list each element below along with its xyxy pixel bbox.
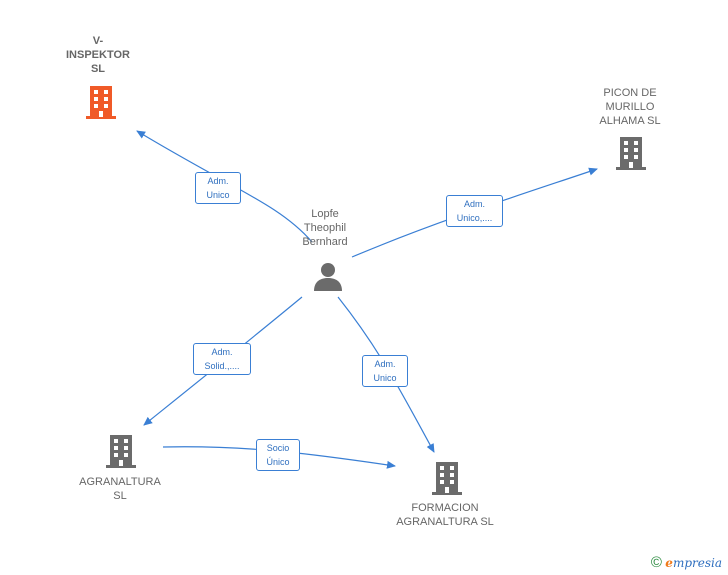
empresia-watermark: © empresia	[651, 554, 722, 571]
node-label-person[interactable]: Lopfe Theophil Bernhard	[302, 208, 348, 248]
edge-label-agranaltura[interactable]: Adm. Solid.,....	[193, 343, 251, 375]
node-label-picon[interactable]: PICON DE MURILLO ALHAMA SL	[599, 87, 661, 127]
building-icon[interactable]	[105, 433, 137, 469]
edge-label-inspektor[interactable]: Adm. Unico	[195, 172, 241, 204]
edge-label-picon[interactable]: Adm. Unico,....	[446, 195, 503, 227]
building-icon[interactable]	[431, 460, 463, 496]
edge-label-formacion[interactable]: Adm. Unico	[362, 355, 408, 387]
edge-person-to-inspektor	[136, 130, 313, 243]
building-icon[interactable]	[85, 84, 117, 120]
brand-logo: empresia	[665, 556, 722, 570]
node-label-agranaltura[interactable]: AGRANALTURA SL	[79, 476, 161, 502]
person-icon[interactable]	[312, 260, 344, 292]
node-label-inspektor[interactable]: V- INSPEKTOR SL	[66, 35, 130, 75]
building-icon[interactable]	[615, 135, 647, 171]
node-label-formacion[interactable]: FORMACION AGRANALTURA SL	[396, 502, 494, 528]
edge-label-socio[interactable]: Socio Único	[256, 439, 300, 471]
copyright-icon: ©	[650, 554, 662, 571]
